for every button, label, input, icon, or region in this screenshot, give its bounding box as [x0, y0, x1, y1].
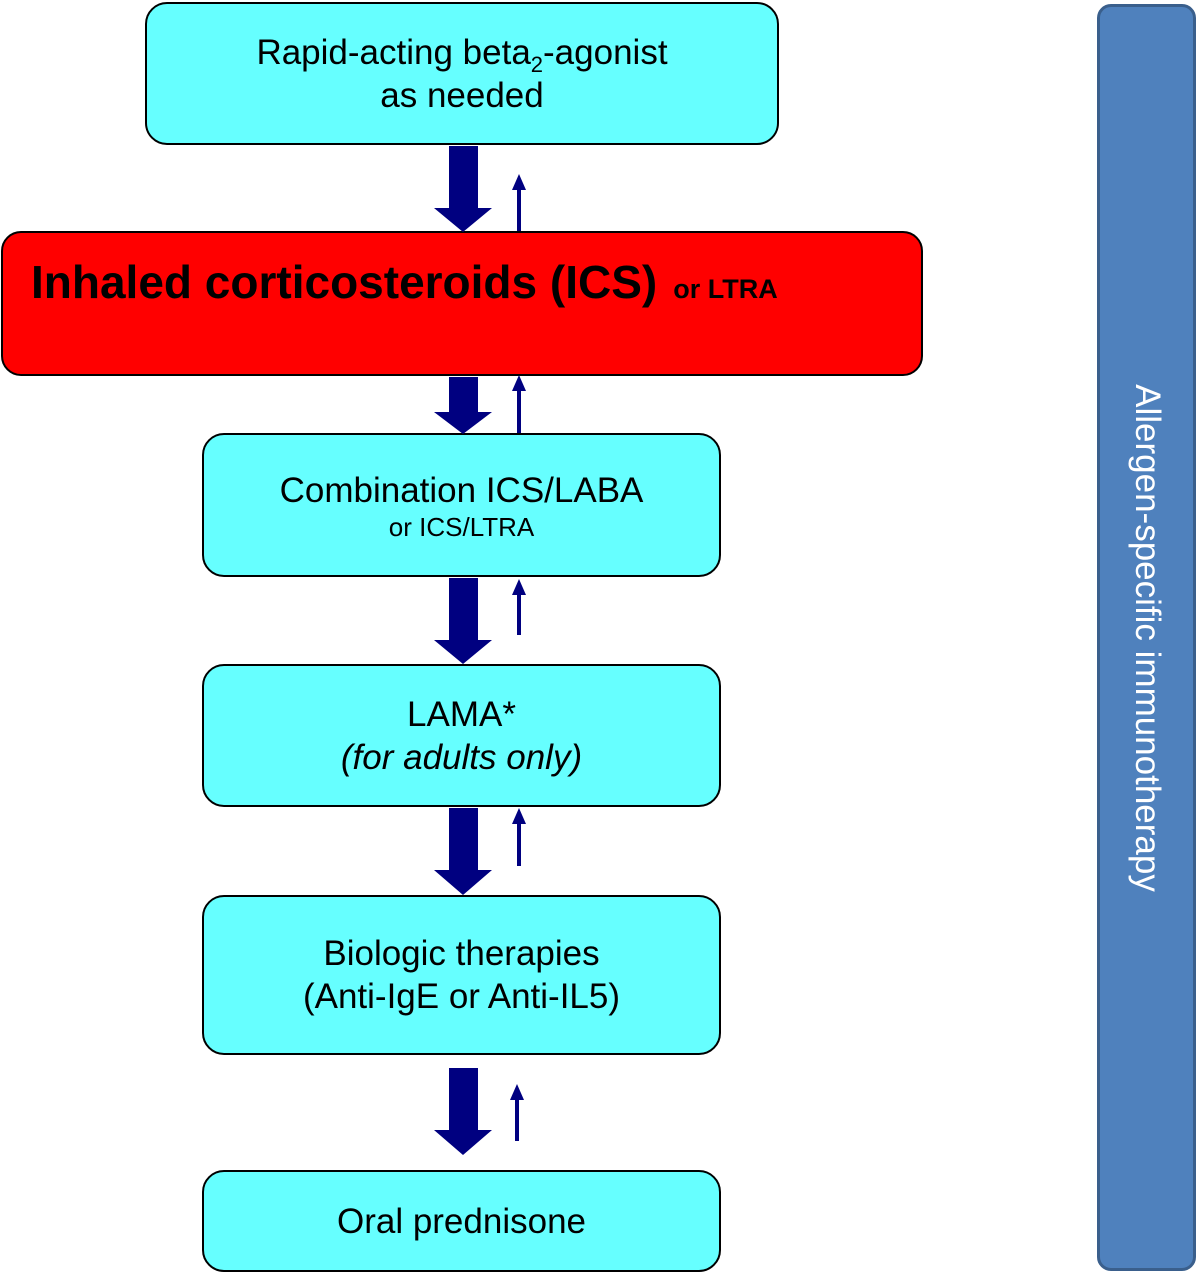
biologic-line1: Biologic therapies [323, 934, 600, 973]
lama-step: LAMA* (for adults only) [202, 664, 721, 807]
immunotherapy-sidebar: Allergen-specific immunotherapy [1097, 4, 1196, 1271]
ics-step: Inhaled corticosteroids (ICS) or LTRA [1, 231, 923, 376]
rapid-acting-step: Rapid-acting beta2-agonist as needed [145, 2, 779, 145]
step-up-arrow-5 [510, 1084, 524, 1141]
combination-line2: or ICS/LTRA [388, 511, 535, 542]
step-up-arrow-1 [512, 174, 526, 231]
biologic-step: Biologic therapies (Anti-IgE or Anti-IL5… [202, 895, 721, 1055]
step-down-arrow-1 [434, 146, 492, 232]
biologic-line2: (Anti-IgE or Anti-IL5) [302, 977, 621, 1016]
step-down-arrow-2 [434, 377, 492, 434]
ics-tail-label: or LTRA [673, 274, 778, 304]
rapid-acting-line1: Rapid-acting beta2-agonist [256, 32, 668, 77]
step-up-arrow-3 [512, 579, 526, 635]
oral-prednisone-label: Oral prednisone [336, 1201, 587, 1241]
oral-prednisone-step: Oral prednisone [202, 1170, 721, 1272]
step-down-arrow-4 [434, 808, 492, 895]
combination-step: Combination ICS/LABA or ICS/LTRA [202, 433, 721, 577]
combination-line1: Combination ICS/LABA [279, 470, 644, 510]
immunotherapy-label: Allergen-specific immunotherapy [1127, 383, 1167, 892]
lama-line2: (for adults only) [340, 737, 583, 777]
step-down-arrow-3 [434, 578, 492, 664]
step-down-arrow-5 [434, 1068, 492, 1155]
rapid-acting-line2: as needed [380, 75, 544, 115]
step-arrows [434, 146, 526, 1155]
step-up-arrow-2 [512, 375, 526, 433]
ics-main-label: Inhaled corticosteroids (ICS) [31, 256, 658, 308]
lama-line1: LAMA* [407, 694, 516, 734]
step-up-arrow-4 [512, 808, 526, 866]
